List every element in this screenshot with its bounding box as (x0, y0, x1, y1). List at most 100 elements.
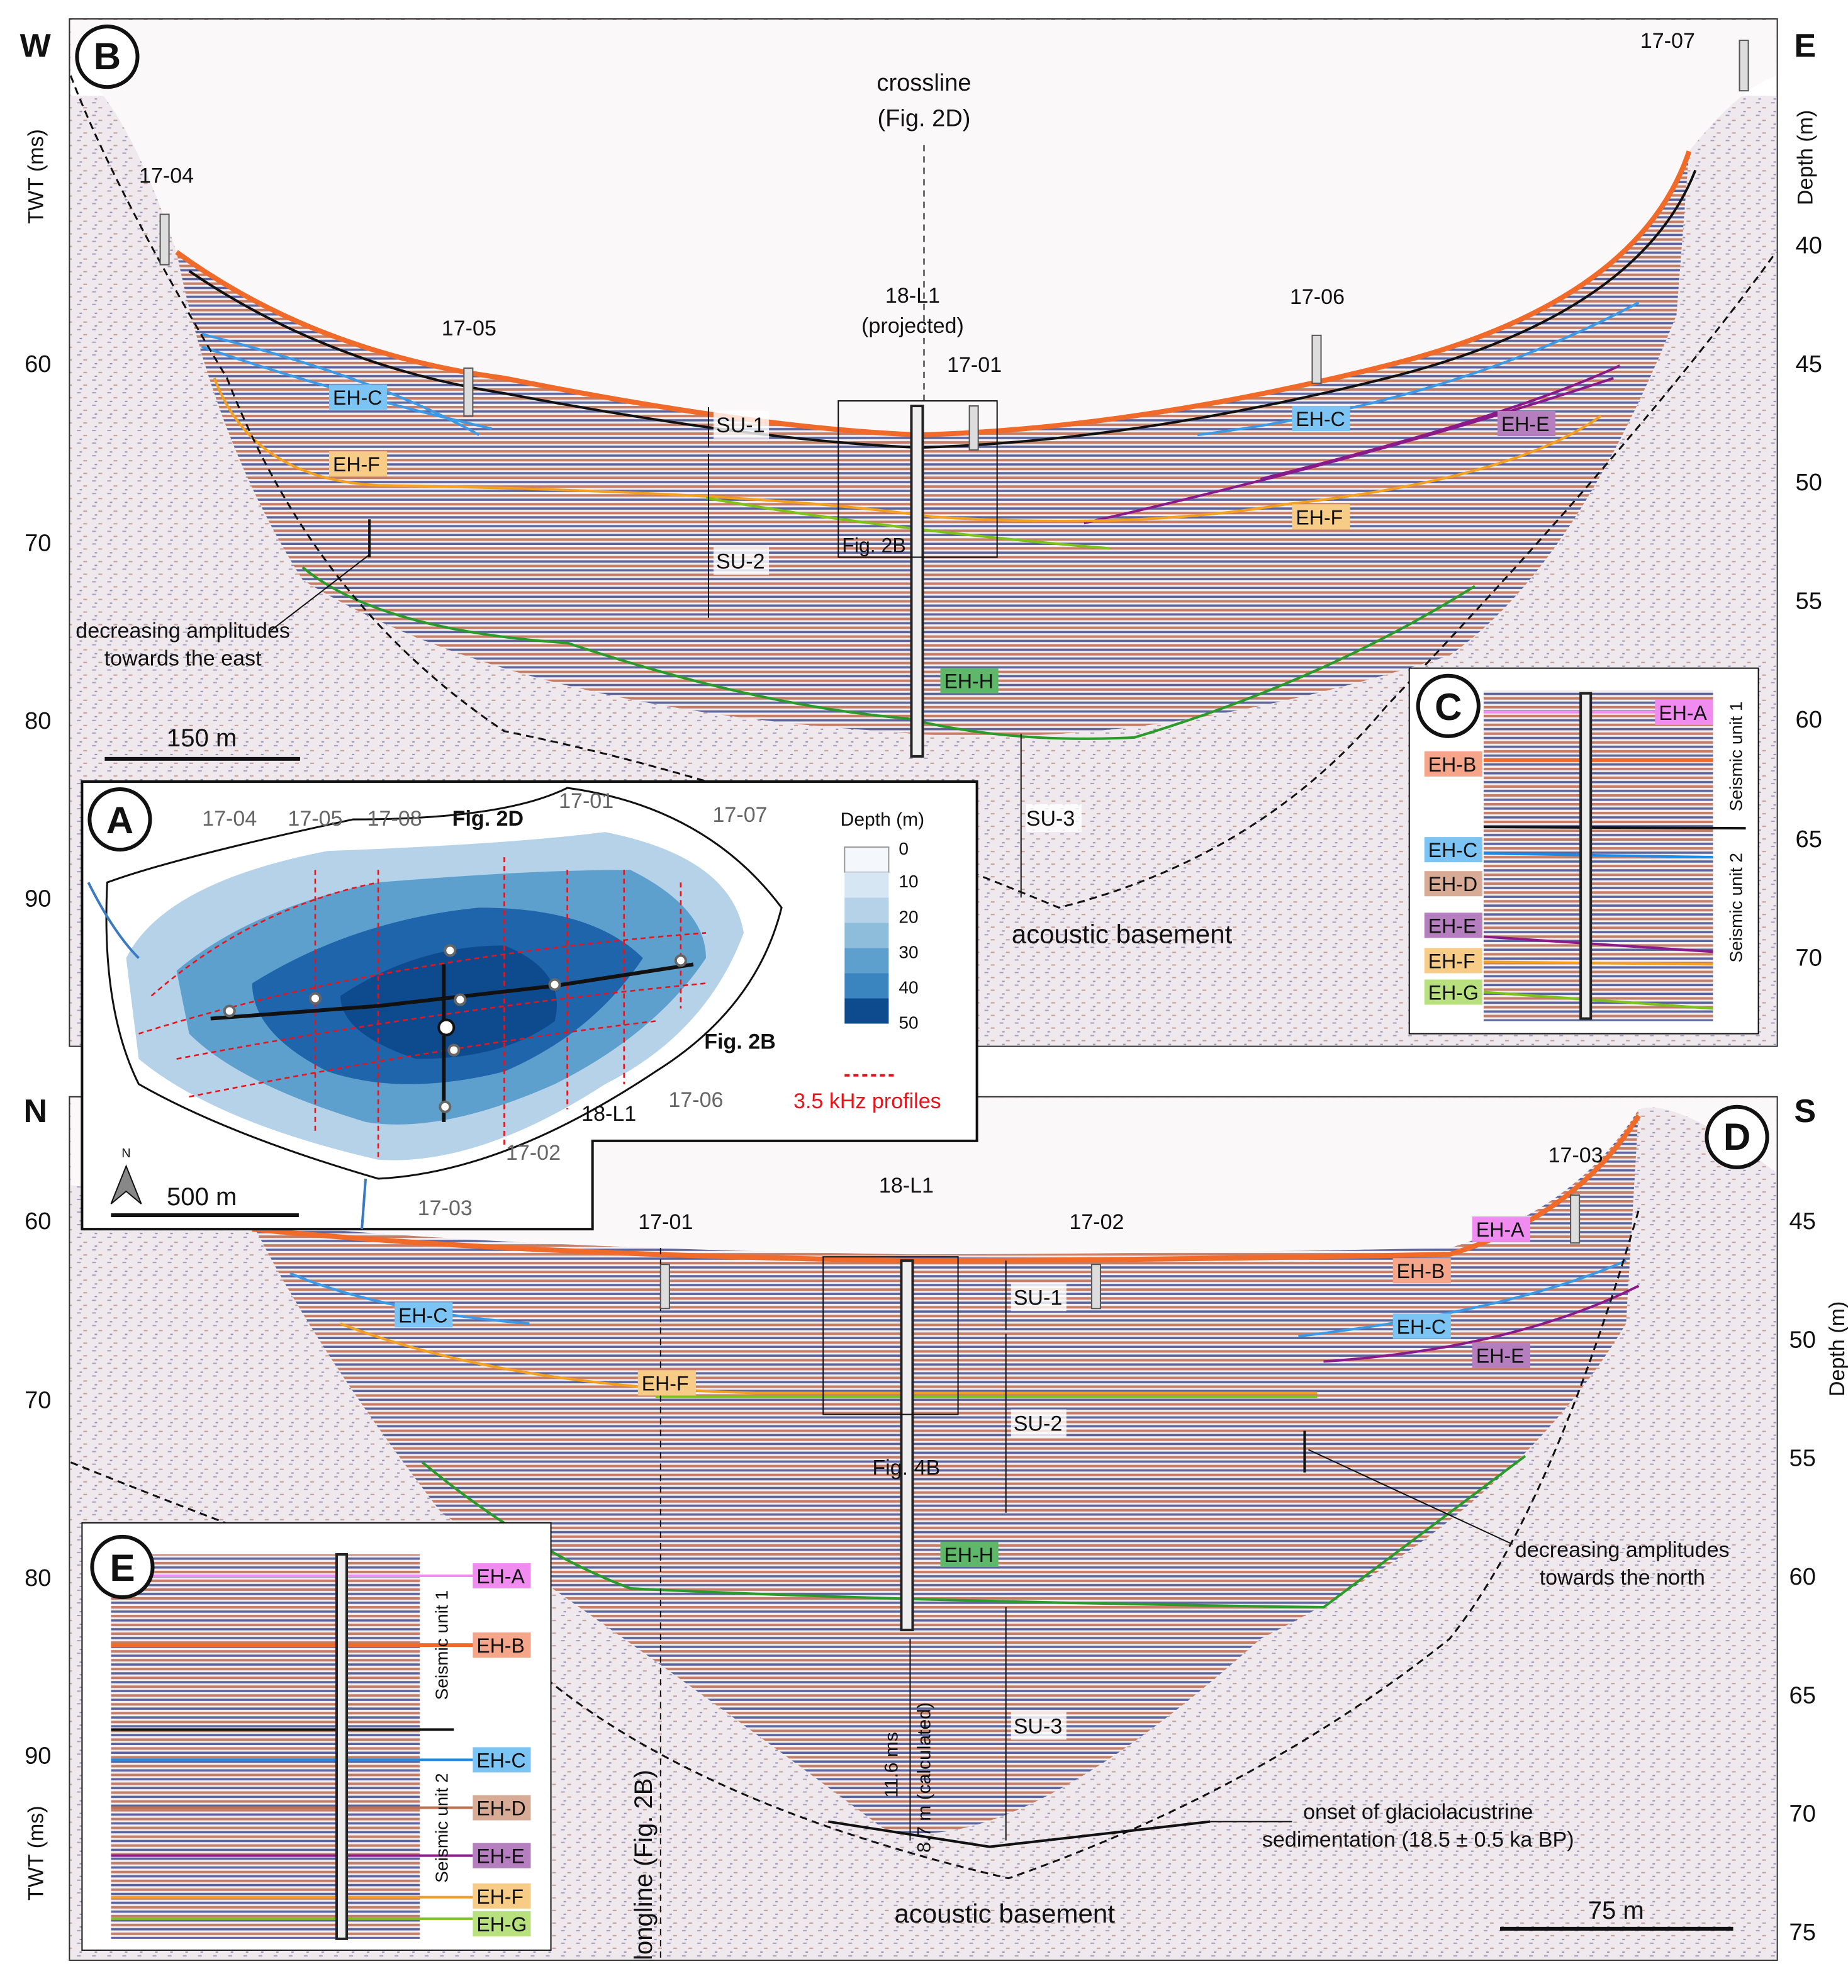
panel-e-horizon-labels: EH-A EH-B EH-C EH-D EH-E EH-F EH-G (473, 1563, 531, 1936)
svg-text:75: 75 (1789, 1919, 1816, 1946)
svg-text:17-04: 17-04 (139, 164, 194, 188)
svg-text:30: 30 (899, 942, 918, 962)
svg-text:17-06: 17-06 (668, 1088, 723, 1112)
svg-text:SU-2: SU-2 (1014, 1412, 1063, 1436)
svg-text:towards the east: towards the east (104, 647, 262, 671)
svg-text:EH-G: EH-G (476, 1913, 527, 1936)
svg-text:EH-H: EH-H (944, 1544, 994, 1566)
svg-text:(Fig. 2D): (Fig. 2D) (878, 105, 971, 132)
fig-4b-label: Fig. 4B (872, 1456, 940, 1480)
svg-text:50: 50 (899, 1013, 918, 1033)
seismic-reflections (252, 1109, 1639, 1834)
svg-text:45: 45 (1789, 1208, 1816, 1235)
twt-axis-label: TWT (ms) (24, 129, 48, 224)
west-label: W (20, 28, 52, 64)
svg-text:70: 70 (25, 1388, 51, 1414)
svg-text:EH-A: EH-A (1659, 702, 1707, 724)
svg-text:Seismic unit 1: Seismic unit 1 (432, 1590, 451, 1700)
fig-2b-label: Fig. 2B (842, 534, 906, 556)
svg-text:50: 50 (1789, 1327, 1816, 1353)
svg-text:80: 80 (25, 1565, 51, 1592)
svg-text:55: 55 (1796, 588, 1822, 615)
panel-label-d: D (1723, 1116, 1750, 1158)
depth-axis-label: Depth (m) (1825, 1301, 1848, 1396)
svg-text:EH-C: EH-C (333, 386, 382, 409)
svg-text:EH-B: EH-B (1397, 1260, 1445, 1283)
thickness-m: 8.7 m (calculated) (914, 1702, 935, 1853)
svg-text:17-07: 17-07 (1640, 29, 1695, 53)
svg-text:EH-C: EH-C (1428, 839, 1477, 862)
svg-text:crossline: crossline (876, 70, 971, 96)
svg-text:17-04: 17-04 (202, 807, 257, 831)
fig-2b-box (837, 400, 998, 558)
depth-legend-title: Depth (m) (841, 809, 925, 830)
svg-text:70: 70 (1796, 945, 1822, 971)
scale-bar-d: 75 m (1588, 1897, 1644, 1924)
svg-text:EH-A: EH-A (1476, 1218, 1525, 1241)
thickness-ms: 11.6 ms (881, 1732, 902, 1798)
svg-text:90: 90 (25, 885, 51, 912)
amplitude-annotation: decreasing amplitudes (1515, 1538, 1730, 1562)
core-18-l1 (910, 405, 924, 758)
svg-text:17-05: 17-05 (442, 317, 496, 340)
svg-text:Seismic unit 2: Seismic unit 2 (1727, 853, 1746, 962)
svg-text:SU-3: SU-3 (1026, 807, 1075, 831)
east-label: E (1794, 28, 1816, 64)
svg-text:17-01: 17-01 (559, 789, 613, 813)
svg-text:70: 70 (1789, 1801, 1816, 1828)
svg-text:17-05: 17-05 (288, 807, 342, 831)
svg-text:SU-3: SU-3 (1014, 1714, 1063, 1738)
south-label: S (1794, 1093, 1816, 1130)
core-18-l1 (900, 1259, 914, 1632)
svg-text:65: 65 (1789, 1682, 1816, 1709)
svg-text:40: 40 (1796, 233, 1822, 259)
svg-text:EH-D: EH-D (476, 1797, 525, 1820)
svg-text:EH-A: EH-A (476, 1565, 525, 1588)
acoustic-basement-label: acoustic basement (894, 1899, 1115, 1928)
svg-text:EH-F: EH-F (642, 1372, 689, 1395)
svg-text:EH-F: EH-F (1296, 506, 1343, 529)
fig-4b-box (822, 1256, 959, 1415)
unit-labels: SU-1 SU-2 SU-3 (707, 407, 1082, 898)
profiles-legend-label: 3.5 kHz profiles (793, 1089, 941, 1113)
fig-2d-label: Fig. 2D (452, 807, 524, 831)
svg-text:17-06: 17-06 (1290, 285, 1345, 309)
panel-c-core-detail: C EH-A EH-B EH-C EH-D EH-E EH-F EH-G Sei… (1408, 667, 1759, 1035)
svg-text:17-02: 17-02 (506, 1141, 561, 1165)
core-labels: 17-04 17-05 17-06 17-07 17-01 18-L1(proj… (139, 29, 1749, 451)
svg-text:60: 60 (25, 1208, 51, 1235)
svg-text:EH-E: EH-E (1476, 1344, 1525, 1367)
svg-text:EH-H: EH-H (944, 670, 994, 693)
svg-text:SU-1: SU-1 (716, 413, 765, 437)
svg-text:45: 45 (1796, 351, 1822, 378)
fig-2b-label: Fig. 2B (704, 1030, 776, 1054)
svg-text:17-02: 17-02 (1069, 1210, 1124, 1234)
svg-text:0: 0 (899, 839, 909, 858)
panel-label-e: E (109, 1547, 135, 1589)
svg-text:55: 55 (1789, 1446, 1816, 1472)
svg-text:50: 50 (1796, 469, 1822, 496)
scale-bar-b: 150 m (167, 724, 237, 752)
svg-text:20: 20 (899, 907, 918, 926)
seismic-reflections (176, 151, 1689, 736)
svg-text:SU-2: SU-2 (716, 549, 765, 573)
panel-label-b: B (94, 35, 121, 77)
acoustic-basement-label: acoustic basement (1012, 919, 1233, 948)
svg-text:17-01: 17-01 (947, 353, 1002, 377)
svg-text:EH-F: EH-F (1428, 950, 1476, 972)
longline-label: longline (Fig. 2B) (630, 1770, 658, 1960)
onset-annotation: onset of glaciolacustrine (1303, 1800, 1533, 1824)
svg-text:EH-B: EH-B (1428, 753, 1477, 776)
svg-text:EH-G: EH-G (1428, 982, 1479, 1004)
svg-text:SU-1: SU-1 (1014, 1286, 1063, 1310)
svg-text:EH-B: EH-B (476, 1634, 525, 1657)
svg-text:EH-E: EH-E (1501, 413, 1550, 435)
svg-text:70: 70 (25, 530, 51, 556)
svg-text:Seismic unit 2: Seismic unit 2 (432, 1773, 451, 1882)
svg-text:EH-C: EH-C (1296, 408, 1345, 430)
